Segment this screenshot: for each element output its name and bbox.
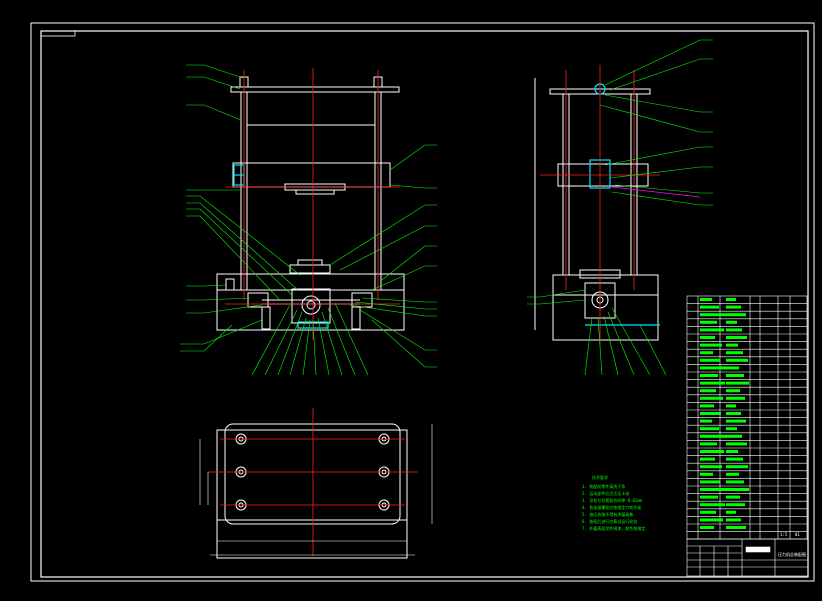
parts-list-cell-mark — [726, 298, 736, 301]
parts-list-cell-mark — [700, 313, 726, 317]
tech-note-line: 6. 装配后进行空载试运行检验 — [582, 518, 637, 524]
parts-list-cell-mark — [700, 396, 723, 400]
title-block — [686, 538, 809, 577]
parts-list-cell-mark — [700, 374, 718, 377]
parts-list-cell-mark — [726, 328, 742, 332]
parts-list-cell-mark — [726, 526, 746, 529]
parts-list-cell-mark — [700, 351, 713, 355]
parts-list-cell-mark — [726, 351, 743, 355]
parts-list-cell-mark — [726, 320, 737, 324]
parts-list-cell-mark — [700, 495, 718, 499]
parts-list-cell-mark — [700, 328, 724, 332]
parts-list-cell-mark — [726, 495, 740, 499]
parts-list-cell-mark — [700, 412, 721, 415]
top-view — [199, 408, 433, 559]
parts-list-cell-mark — [700, 404, 714, 408]
parts-list-cell-mark — [700, 320, 717, 324]
front-view — [180, 64, 437, 376]
parts-list-cell-mark — [726, 396, 745, 400]
title-block-text: 压力机总装配图 1:5 01 — [778, 532, 806, 557]
parts-list-cell-mark — [700, 336, 715, 339]
parts-list-cell-mark — [700, 419, 712, 423]
side-view — [527, 39, 713, 376]
parts-list-cell-mark — [726, 374, 744, 377]
parts-list-cell-mark — [726, 480, 744, 484]
tech-note-line: 1. 装配前零件清洗干净 — [582, 483, 625, 489]
parts-list-cell-mark — [700, 381, 725, 385]
parts-list-cell-mark — [726, 366, 739, 370]
parts-list-cell-mark — [726, 358, 748, 362]
tech-note-line: 5. 液压系统不得有渗漏现象 — [582, 511, 633, 517]
parts-list-cell-mark — [726, 510, 736, 514]
tech-note-line: 2. 运动部件应灵活无卡滞 — [582, 490, 629, 496]
parts-list-cell-mark — [726, 465, 748, 469]
parts-list-cell-mark — [726, 518, 741, 522]
parts-list-cell-mark — [726, 457, 743, 461]
parts-list-cell-mark — [726, 389, 740, 393]
parts-list-cell-mark — [726, 336, 747, 339]
parts-list-cell-mark — [726, 343, 738, 347]
parts-list-cell-mark — [700, 518, 723, 522]
tech-note-line: 4. 各连接螺栓应按规定力矩拧紧 — [582, 504, 641, 510]
parts-list-cell-mark — [700, 510, 716, 514]
parts-list-cell-mark — [700, 343, 722, 347]
parts-list-cell-mark — [700, 457, 715, 461]
parts-list-cell-mark — [726, 488, 749, 491]
drawing-frame — [30, 22, 815, 582]
parts-list-cell-mark — [700, 465, 722, 469]
drawing-title: 压力机总装配图 — [778, 551, 806, 557]
parts-list-cell-mark — [726, 419, 746, 423]
tech-notes: 技术要求 1. 装配前零件清洗干净 2. 运动部件应灵活无卡滞 3. 导柱与导套… — [582, 474, 645, 531]
parts-list-cell-mark — [700, 358, 720, 362]
parts-list-cell-mark — [726, 472, 739, 476]
parts-list-cell-mark — [726, 313, 746, 317]
parts-list-cell-mark — [700, 366, 727, 370]
parts-list-cell-mark — [700, 488, 727, 491]
parts-list-table — [686, 295, 808, 540]
parts-list-cell-mark — [700, 472, 713, 476]
parts-list-cell-mark — [700, 298, 712, 301]
parts-list-cell-mark — [726, 305, 741, 309]
parts-list-cell-mark — [700, 434, 726, 438]
tech-note-line: 3. 导柱与导套配合间隙 0.02mm — [582, 497, 643, 503]
parts-list-cell-mark — [726, 503, 745, 507]
parts-list-cell-mark — [700, 305, 719, 309]
drawing-sheet: 01 — [795, 532, 800, 537]
parts-list-cell-mark — [726, 442, 747, 446]
parts-list-cell-mark — [700, 503, 725, 507]
parts-list-cell-mark — [700, 480, 720, 484]
parts-list-cell-mark — [700, 427, 719, 431]
parts-list-cell-mark — [726, 434, 742, 438]
parts-list-cell-mark — [700, 442, 717, 446]
parts-list-cell-mark — [700, 526, 714, 529]
parts-list-cell-mark — [726, 450, 738, 453]
parts-list-cell-mark — [700, 450, 724, 453]
tech-note-line: 7. 外露表面涂防锈漆，颜色按规定 — [582, 525, 645, 531]
tech-notes-title: 技术要求 — [592, 474, 608, 480]
parts-list-entries — [700, 298, 749, 529]
parts-list-cell-mark — [726, 381, 749, 385]
parts-list-cell-mark — [726, 404, 736, 408]
parts-list-cell-mark — [726, 412, 741, 415]
parts-list-cell-mark — [726, 427, 737, 431]
parts-list-cell-mark — [700, 389, 716, 393]
drawing-scale: 1:5 — [780, 532, 788, 537]
